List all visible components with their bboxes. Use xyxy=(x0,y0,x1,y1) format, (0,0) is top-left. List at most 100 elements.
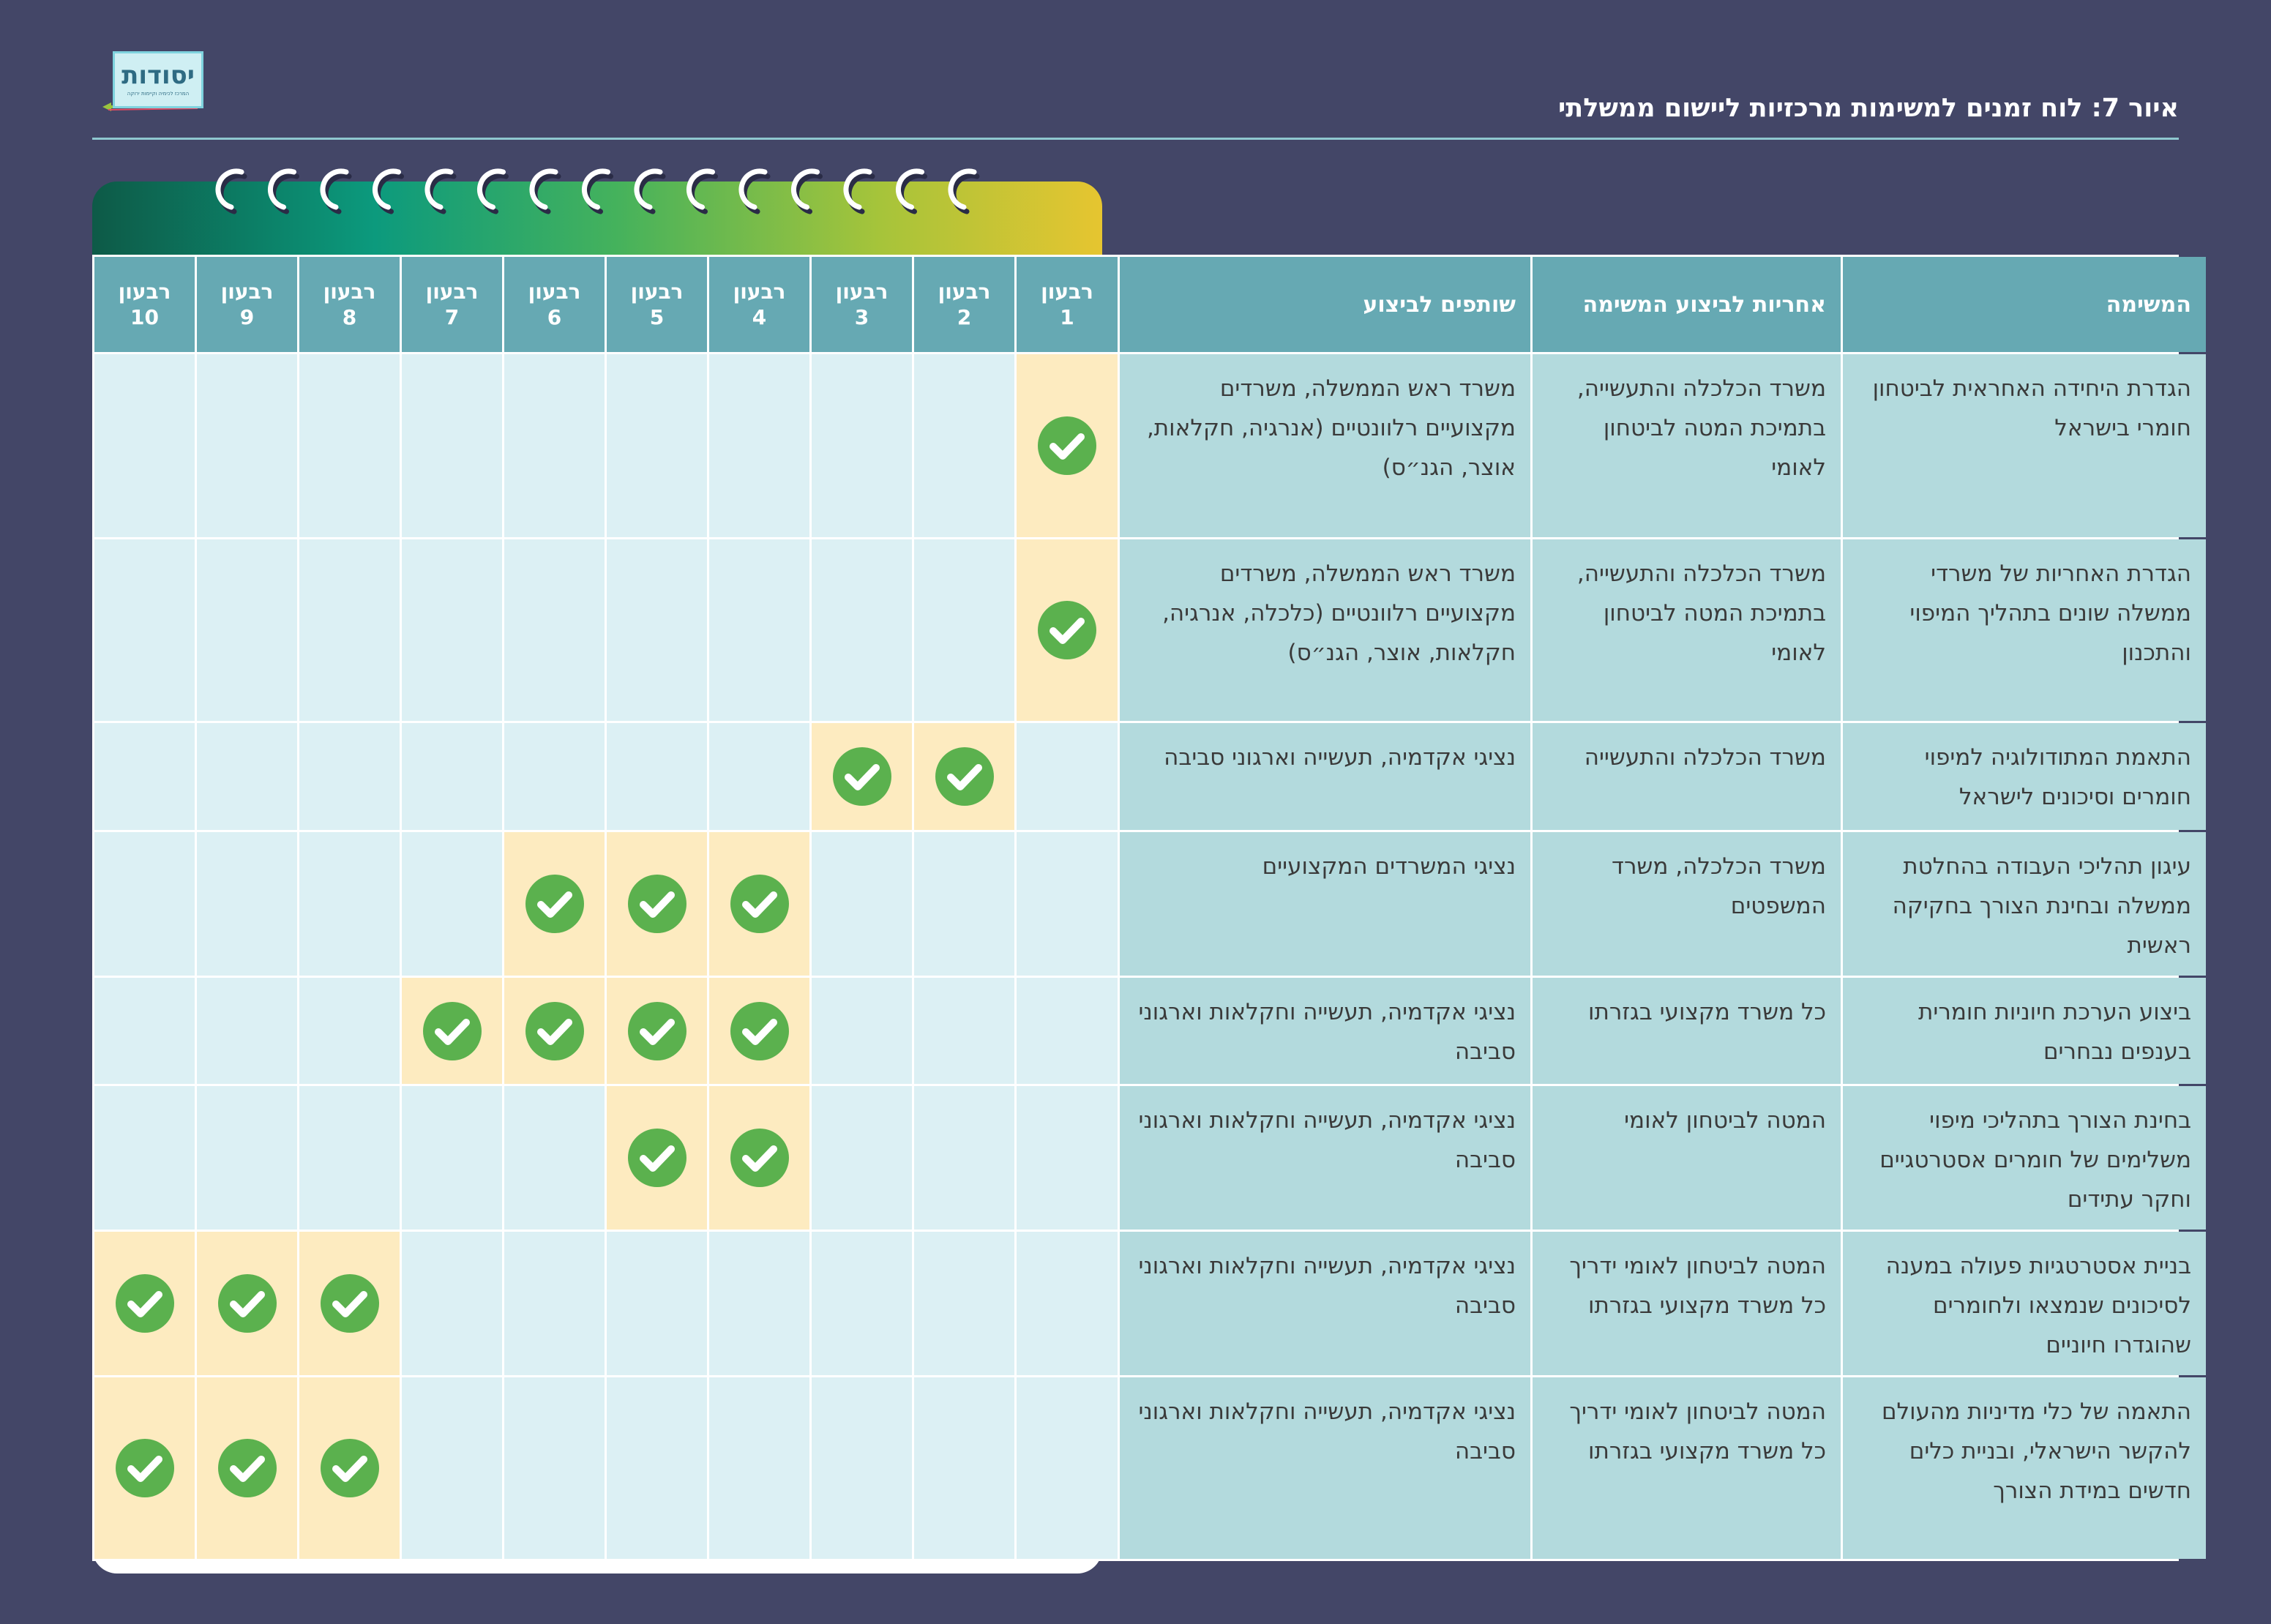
quarter-cell-5 xyxy=(607,1086,707,1230)
partners-cell-text: נציגי אקדמיה, תעשייה וחקלאות וארגוני סבי… xyxy=(1138,999,1516,1065)
quarter-cell-4 xyxy=(709,1232,809,1375)
quarter-header-number: 9 xyxy=(239,305,255,329)
partners-cell: נציגי אקדמיה, תעשייה וחקלאות וארגוני סבי… xyxy=(1120,1377,1530,1559)
checkmark-icon xyxy=(832,747,891,806)
responsibility-cell-text: משרד הכלכלה, משרד המשפטים xyxy=(1612,853,1826,919)
quarter-cell-7 xyxy=(402,1377,502,1559)
quarter-cell-2 xyxy=(914,723,1014,830)
responsibility-cell: משרד הכלכלה, משרד המשפטים xyxy=(1533,832,1841,976)
quarter-header-number: 1 xyxy=(1060,305,1074,329)
task-cell: בחינת הצורך בתהליכי מיפוי משלימים של חומ… xyxy=(1843,1086,2206,1230)
quarter-header-word: רבעון xyxy=(733,280,786,304)
partners-cell-text: נציגי אקדמיה, תעשייה וחקלאות וארגוני סבי… xyxy=(1138,1253,1516,1319)
checkmark-icon xyxy=(935,747,994,806)
quarter-cell-1 xyxy=(1017,832,1118,976)
responsibility-cell-text: משרד הכלכלה והתעשייה xyxy=(1584,744,1826,771)
quarter-cell-7 xyxy=(402,832,502,976)
quarter-cell-3 xyxy=(812,832,912,976)
calendar-ring-icon xyxy=(843,168,875,214)
task-header: המשימה xyxy=(1843,257,2206,352)
task-cell-text: עיגון תהליכי העבודה בהחלטת ממשלה ובחינת … xyxy=(1892,853,2191,959)
partners-cell-text: משרד ראש הממשלה, משרדים מקצועיים רלוונטי… xyxy=(1162,561,1516,666)
quarter-header-number: 7 xyxy=(444,305,460,329)
quarter-cell-9 xyxy=(197,539,297,721)
quarter-cell-9 xyxy=(197,832,297,976)
responsibility-cell: כל משרד מקצועי בגזרתו xyxy=(1533,978,1841,1084)
quarter-cell-9 xyxy=(197,1232,297,1375)
calendar-ring-icon xyxy=(215,168,247,214)
responsibility-cell: משרד הכלכלה והתעשייה, בתמיכת המטה לביטחו… xyxy=(1533,539,1841,721)
quarter-cell-10 xyxy=(94,1086,195,1230)
quarter-header-number: 3 xyxy=(854,305,869,329)
logo-box: יסודות המרכז לכימיה וקיימות ירוקה xyxy=(113,51,203,108)
quarter-cell-4 xyxy=(709,539,809,721)
quarter-cell-10 xyxy=(94,723,195,830)
responsibility-header: אחריות לביצוע המשימה xyxy=(1533,257,1841,352)
quarter-cell-3 xyxy=(812,1377,912,1559)
checkmark-icon xyxy=(217,1274,277,1333)
quarter-cell-10 xyxy=(94,1232,195,1375)
calendar-ring-icon xyxy=(268,168,299,214)
partners-header-label: שותפים לביצוע xyxy=(1363,291,1516,318)
responsibility-cell-text: משרד הכלכלה והתעשייה, בתמיכת המטה לביטחו… xyxy=(1576,561,1826,666)
calendar-header-bar xyxy=(92,182,1102,255)
checkmark-icon xyxy=(627,875,686,933)
quarter-cell-3 xyxy=(812,354,912,537)
responsibility-header-label: אחריות לביצוע המשימה xyxy=(1582,291,1826,318)
partners-cell-text: נציגי אקדמיה, תעשייה וחקלאות וארגוני סבי… xyxy=(1138,1107,1516,1173)
quarter-cell-6 xyxy=(504,1086,605,1230)
partners-cell: נציגי אקדמיה, תעשייה וארגוני סביבה xyxy=(1120,723,1530,830)
quarter-cell-8 xyxy=(299,354,400,537)
quarter-cell-5 xyxy=(607,539,707,721)
quarter-header-word: רבעון xyxy=(938,280,991,304)
checkmark-icon xyxy=(627,1129,686,1187)
quarter-cell-4 xyxy=(709,1086,809,1230)
task-cell: ביצוע הערכת חיוניות חומרית בענפים נבחרים xyxy=(1843,978,2206,1084)
responsibility-cell: המטה לביטחון לאומי xyxy=(1533,1086,1841,1230)
quarter-cell-10 xyxy=(94,539,195,721)
quarter-header-word: רבעון xyxy=(630,280,684,304)
quarter-cell-6 xyxy=(504,1377,605,1559)
quarter-cell-5 xyxy=(607,723,707,830)
task-cell: בניית אסטרטגיות פעולה במענה לסיכונים שנמ… xyxy=(1843,1232,2206,1375)
quarter-cell-10 xyxy=(94,1377,195,1559)
checkmark-icon xyxy=(217,1439,277,1497)
task-header-label: המשימה xyxy=(2106,291,2191,318)
task-cell-text: התאמה של כלי מדיניות מהעולם להקשר הישראל… xyxy=(1881,1399,2191,1504)
responsibility-cell-text: המטה לביטחון לאומי ידריך כל משרד מקצועי … xyxy=(1569,1253,1826,1319)
partners-cell-text: נציגי המשרדים המקצועיים xyxy=(1262,853,1516,880)
checkmark-icon xyxy=(730,875,789,933)
figure-title: איור 7: לוח זמנים למשימות מרכזיות ליישום… xyxy=(1558,94,2179,123)
quarter-cell-1 xyxy=(1017,1232,1118,1375)
quarter-cell-5 xyxy=(607,1377,707,1559)
quarter-header-word: רבעון xyxy=(220,280,274,304)
responsibility-cell-text: המטה לביטחון לאומי xyxy=(1624,1107,1826,1134)
checkmark-icon xyxy=(320,1439,379,1497)
quarter-cell-10 xyxy=(94,354,195,537)
quarter-cell-6 xyxy=(504,723,605,830)
quarter-header-word: רבעון xyxy=(323,280,376,304)
responsibility-cell: משרד הכלכלה והתעשייה, בתמיכת המטה לביטחו… xyxy=(1533,354,1841,537)
quarter-cell-6 xyxy=(504,1232,605,1375)
quarter-cell-1 xyxy=(1017,539,1118,721)
quarter-cell-10 xyxy=(94,978,195,1084)
quarter-cell-4 xyxy=(709,1377,809,1559)
calendar-ring-icon xyxy=(791,168,823,214)
quarter-header-number: 4 xyxy=(752,305,767,329)
quarter-cell-7 xyxy=(402,1232,502,1375)
partners-cell: נציגי המשרדים המקצועיים xyxy=(1120,832,1530,976)
quarter-header-word: רבעון xyxy=(835,280,888,304)
quarter-cell-3 xyxy=(812,1086,912,1230)
quarter-cell-5 xyxy=(607,1232,707,1375)
responsibility-cell: משרד הכלכלה והתעשייה xyxy=(1533,723,1841,830)
partners-cell-text: נציגי אקדמיה, תעשייה וחקלאות וארגוני סבי… xyxy=(1138,1399,1516,1464)
quarter-cell-1 xyxy=(1017,1086,1118,1230)
checkmark-icon xyxy=(320,1274,379,1333)
quarter-cell-6 xyxy=(504,978,605,1084)
